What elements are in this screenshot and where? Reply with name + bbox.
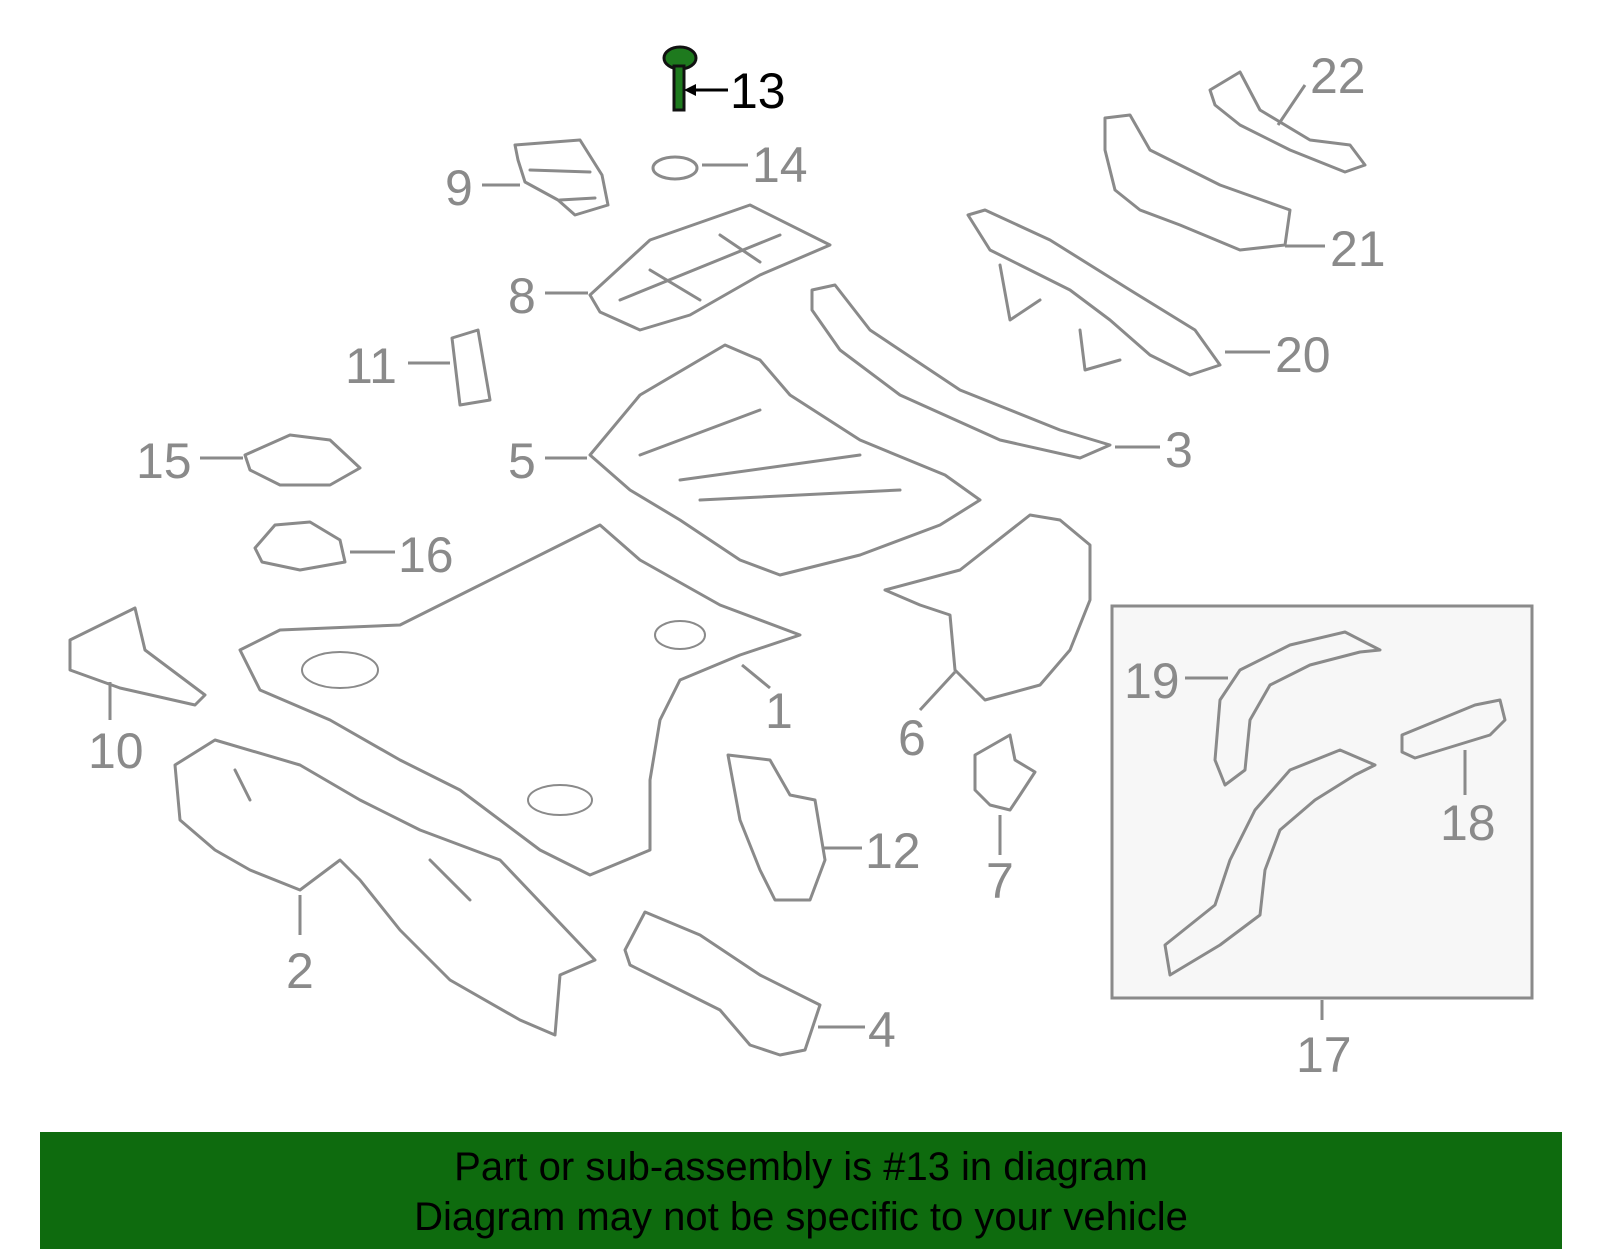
callout-22: 22 <box>1310 48 1366 104</box>
callout-7: 7 <box>986 853 1014 909</box>
callout-1-arrow <box>741 663 771 690</box>
part-11-plate[interactable] <box>450 328 492 407</box>
callout-9: 9 <box>445 160 473 216</box>
part-1-hole-bottom <box>527 784 593 816</box>
callout-2: 2 <box>286 943 314 999</box>
part-10-bracket[interactable] <box>68 606 207 707</box>
part-15-cover[interactable] <box>243 433 362 487</box>
callout-4: 4 <box>868 1002 896 1058</box>
callout-21: 21 <box>1330 221 1386 277</box>
part-20-side-member[interactable] <box>966 208 1222 377</box>
callout-12: 12 <box>865 823 921 879</box>
callout-6-arrow <box>918 670 957 712</box>
callout-3: 3 <box>1165 422 1193 478</box>
part-12-bracket[interactable] <box>726 753 827 902</box>
part-1-main-floor[interactable] <box>238 523 802 877</box>
callout-16: 16 <box>398 527 454 583</box>
part-16-gasket[interactable] <box>253 520 347 572</box>
callout-20: 20 <box>1275 327 1331 383</box>
part-14-washer[interactable] <box>651 155 699 181</box>
banner-line-2: Diagram may not be specific to your vehi… <box>414 1195 1188 1239</box>
part-7-bracket[interactable] <box>973 733 1037 812</box>
callout-5: 5 <box>508 433 536 489</box>
part-19-inner-panel[interactable] <box>1213 630 1382 787</box>
callout-8: 8 <box>508 268 536 324</box>
part-2-frame-rail[interactable] <box>173 738 597 1037</box>
callout-18: 18 <box>1440 795 1496 851</box>
part-9-bracket[interactable] <box>513 138 610 217</box>
part-13-bolt[interactable] <box>662 45 698 112</box>
callout-19: 19 <box>1124 653 1180 709</box>
part-3-crossmember[interactable] <box>810 283 1112 460</box>
part-21-reinforcement[interactable] <box>1103 113 1292 252</box>
part-4-bracket[interactable] <box>623 910 822 1057</box>
callout-1: 1 <box>765 683 793 739</box>
callout-15: 15 <box>136 433 192 489</box>
callout-13: 13 <box>730 63 786 119</box>
callout-10: 10 <box>88 723 144 779</box>
callout-22-arrow <box>1276 84 1307 126</box>
part-1-hole-left <box>301 651 379 689</box>
callout-13-arrowhead <box>684 84 696 96</box>
part-22-bracket[interactable] <box>1208 70 1367 174</box>
part-18-bracket[interactable] <box>1400 698 1507 760</box>
part-8-panel[interactable] <box>588 203 832 332</box>
callout-6: 6 <box>898 710 926 766</box>
callout-14: 14 <box>752 137 808 193</box>
callout-11: 11 <box>345 338 397 394</box>
part-17-wheelhouse[interactable] <box>1163 748 1377 977</box>
part-1-hole-right <box>654 620 706 650</box>
part-5-floor-pan[interactable] <box>588 343 982 577</box>
part-6-wheel-well[interactable] <box>883 513 1092 702</box>
info-banner: Part or sub-assembly is #13 in diagram D… <box>40 1132 1562 1249</box>
banner-line-1: Part or sub-assembly is #13 in diagram <box>454 1145 1148 1189</box>
callout-17: 17 <box>1296 1027 1352 1083</box>
